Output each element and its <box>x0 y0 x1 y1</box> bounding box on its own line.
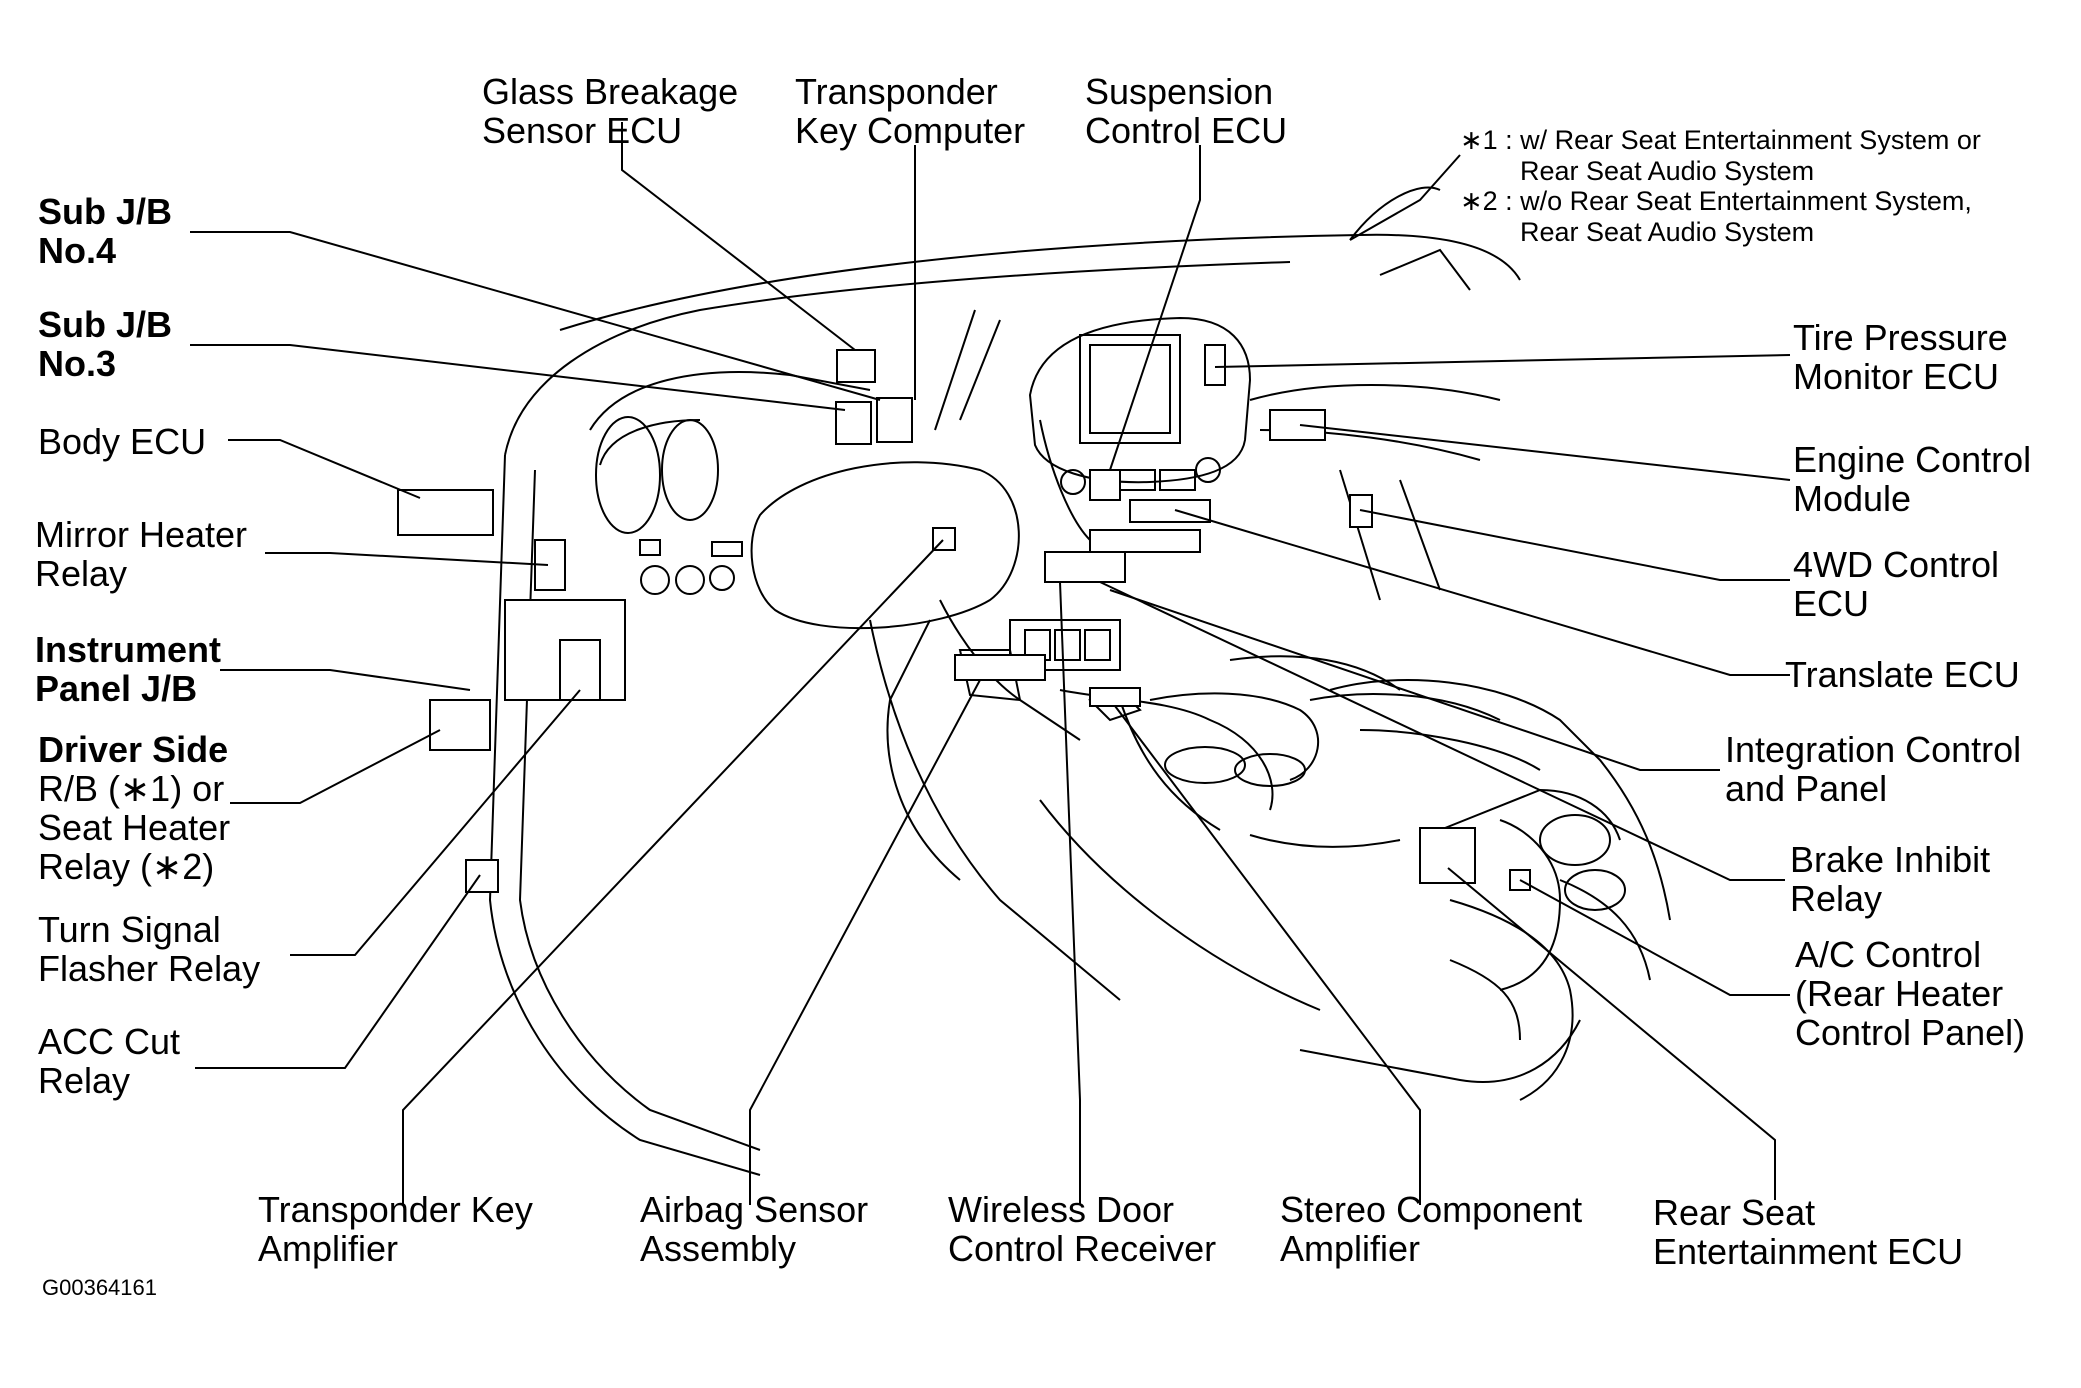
note-line: ∗1 : w/ Rear Seat Entertainment System o… <box>1460 125 1981 155</box>
label-line: Body ECU <box>38 421 207 462</box>
label-line: Relay <box>38 1060 131 1101</box>
label-instrument-panel-jb: Instrument Panel J/B <box>35 630 221 708</box>
label-line: Transponder <box>795 71 998 112</box>
label-line: Seat Heater <box>38 807 231 848</box>
label-line: Sub J/B <box>38 191 173 232</box>
engine-control-module-box <box>1269 409 1326 441</box>
label-brake-inhibit-relay: Brake Inhibit Relay <box>1790 840 1990 918</box>
component-boxes <box>397 344 1531 893</box>
label-transponder-key-amplifier: Transponder Key Amplifier <box>258 1190 533 1268</box>
label-line: Amplifier <box>1280 1228 1421 1269</box>
label-line: Control Panel) <box>1795 1012 2026 1053</box>
label-line: Integration Control <box>1725 729 2022 770</box>
footnote-1: ∗1 : w/ Rear Seat Entertainment System o… <box>1460 125 1981 187</box>
label-tire-pressure-monitor-ecu: Tire Pressure Monitor ECU <box>1793 318 2008 396</box>
note-line: ∗2 : w/o Rear Seat Entertainment System, <box>1460 186 1972 216</box>
label-acc-cut-relay: ACC Cut Relay <box>38 1022 180 1100</box>
label-line: and Panel <box>1725 768 1888 809</box>
label-line: Module <box>1793 478 1912 519</box>
label-line: Tire Pressure <box>1793 317 2008 358</box>
label-line: Monitor ECU <box>1793 356 2000 397</box>
label-integration-control-and-panel: Integration Control and Panel <box>1725 730 2021 808</box>
stereo-amp-box <box>1089 687 1141 707</box>
label-line: Transponder Key <box>258 1189 533 1230</box>
label-line: Translate ECU <box>1785 654 2020 695</box>
label-line: Control Receiver <box>948 1228 1217 1269</box>
turn-signal-flasher-box <box>559 639 601 701</box>
rear-seat-ent-ecu-box <box>1419 827 1476 884</box>
label-line: Engine Control <box>1793 439 2032 480</box>
label-line: Amplifier <box>258 1228 399 1269</box>
label-line: ACC Cut <box>38 1021 181 1062</box>
label-line: Flasher Relay <box>38 948 261 989</box>
figure-code: G00364161 <box>42 1275 157 1300</box>
label-sub-jb-no3: Sub J/B No.3 <box>38 305 172 383</box>
label-line: Stereo Component <box>1280 1189 1583 1230</box>
note-line: Rear Seat Audio System <box>1520 156 1815 186</box>
label-line: Key Computer <box>795 110 1026 151</box>
label-line: Brake Inhibit <box>1790 839 1991 880</box>
label-rear-seat-entertainment-ecu: Rear Seat Entertainment ECU <box>1653 1193 1963 1271</box>
airbag-sensor-box <box>954 654 1046 681</box>
label-line: A/C Control <box>1795 934 1982 975</box>
wireless-door-receiver-box <box>1044 551 1126 583</box>
label-line: Sensor ECU <box>482 110 683 151</box>
label-line: Driver Side <box>38 729 229 770</box>
label-turn-signal-flasher-relay: Turn Signal Flasher Relay <box>38 910 260 988</box>
label-line: Mirror Heater <box>35 514 248 555</box>
glass-breakage-sensor-ecu-box <box>836 349 876 383</box>
sub-jb-no4-box <box>876 397 913 443</box>
leader-lines <box>190 122 1791 1205</box>
tire-pressure-monitor-ecu-box <box>1204 344 1226 386</box>
label-mirror-heater-relay: Mirror Heater Relay <box>35 515 247 593</box>
label-line: Control ECU <box>1085 110 1288 151</box>
label-line: Turn Signal <box>38 909 221 950</box>
label-line: Relay <box>35 553 128 594</box>
label-sub-jb-no4: Sub J/B No.4 <box>38 192 172 270</box>
label-line: Suspension <box>1085 71 1274 112</box>
label-body-ecu: Body ECU <box>38 422 206 461</box>
label-translate-ecu: Translate ECU <box>1785 655 2020 694</box>
label-line: Glass Breakage <box>482 71 739 112</box>
label-line: Panel J/B <box>35 668 198 709</box>
label-glass-breakage-sensor-ecu: Glass Breakage Sensor ECU <box>482 72 738 150</box>
footnote-2: ∗2 : w/o Rear Seat Entertainment System,… <box>1460 186 1972 248</box>
suspension-control-ecu-box <box>1089 469 1121 501</box>
label-stereo-component-amplifier: Stereo Component Amplifier <box>1280 1190 1582 1268</box>
label-ac-control: A/C Control (Rear Heater Control Panel) <box>1795 935 2025 1052</box>
label-line: Relay <box>1790 878 1883 919</box>
label-engine-control-module: Engine Control Module <box>1793 440 2031 518</box>
label-line: No.4 <box>38 230 117 271</box>
label-line: No.3 <box>38 343 117 384</box>
label-line: Sub J/B <box>38 304 173 345</box>
label-line: Relay (∗2) <box>38 846 215 887</box>
label-line: Instrument <box>35 629 222 670</box>
body-ecu-box <box>397 489 494 536</box>
label-line: Wireless Door <box>948 1189 1175 1230</box>
label-driver-side-rb: Driver Side R/B (∗1) or Seat Heater Rela… <box>38 730 230 886</box>
label-suspension-control-ecu: Suspension Control ECU <box>1085 72 1287 150</box>
label-line: Entertainment ECU <box>1653 1231 1964 1272</box>
label-line: ECU <box>1793 583 1870 624</box>
label-line: Rear Seat <box>1653 1192 1816 1233</box>
driver-side-rb-box <box>429 699 491 751</box>
dashboard-outline <box>488 186 1671 1176</box>
sub-jb-no3-box <box>835 401 872 445</box>
label-line: (Rear Heater <box>1795 973 2004 1014</box>
label-transponder-key-computer: Transponder Key Computer <box>795 72 1025 150</box>
label-wireless-door-control-receiver: Wireless Door Control Receiver <box>948 1190 1216 1268</box>
label-4wd-control-ecu: 4WD Control ECU <box>1793 545 1999 623</box>
label-line: R/B (∗1) or <box>38 768 225 809</box>
label-airbag-sensor-assembly: Airbag Sensor Assembly <box>640 1190 868 1268</box>
label-line: Assembly <box>640 1228 797 1269</box>
label-line: Airbag Sensor <box>640 1189 869 1230</box>
note-line: Rear Seat Audio System <box>1520 217 1815 247</box>
label-line: 4WD Control <box>1793 544 2000 585</box>
